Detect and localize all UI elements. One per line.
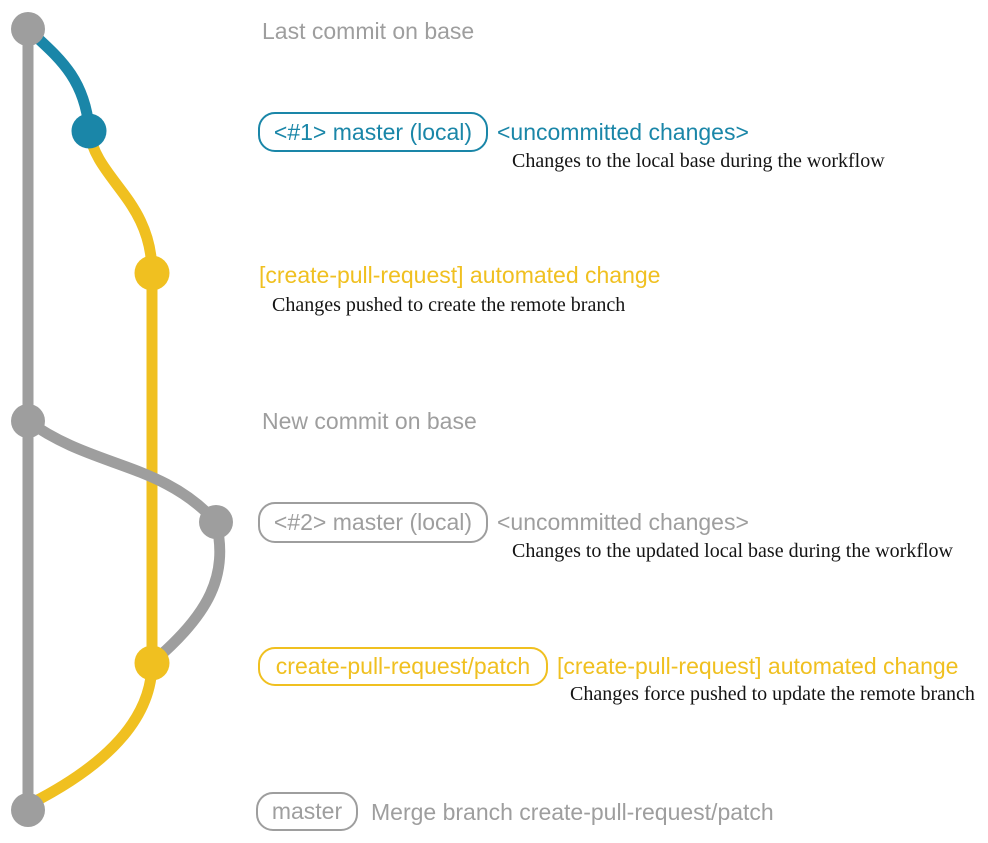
badge-master-local-1: <#1> master (local): [258, 112, 488, 152]
commit-node-new-base: [11, 404, 45, 438]
description-push-1: Changes pushed to create the remote bran…: [272, 294, 626, 316]
commit-node-local-1: [71, 113, 107, 149]
note-uncommitted-changes-1: <uncommitted changes>: [497, 119, 749, 145]
commit-node-merge: [11, 793, 45, 827]
description-commit-1: Changes to the local base during the wor…: [512, 150, 885, 172]
label-new-commit-on-base: New commit on base: [262, 408, 477, 434]
base-to-commit2-edge: [24, 416, 221, 526]
description-commit-2: Changes to the updated local base during…: [512, 540, 953, 562]
commit-node-last-base: [11, 12, 45, 46]
note-uncommitted-changes-2: <uncommitted changes>: [497, 509, 749, 535]
label-last-commit-on-base: Last commit on base: [262, 18, 475, 44]
commit-node-push-1: [134, 255, 170, 291]
local-master-edge: [24, 25, 95, 129]
note-automated-change-2: [create-pull-request] automated change: [557, 653, 959, 679]
description-push-2: Changes force pushed to update the remot…: [570, 683, 975, 705]
commit-node-local-2: [199, 505, 233, 539]
note-automated-change-1: [create-pull-request] automated change: [259, 262, 661, 288]
badge-master-local-2: <#2> master (local): [258, 502, 488, 543]
badge-master: master: [256, 792, 358, 831]
patch-branch-upper-edge: [83, 129, 158, 274]
patch-merge-edge: [29, 662, 158, 808]
badge-create-pull-request-patch: create-pull-request/patch: [258, 647, 548, 686]
label-merge-branch: Merge branch create-pull-request/patch: [371, 799, 774, 825]
commit-node-push-2: [134, 645, 170, 681]
commit2-to-patch-edge: [150, 520, 226, 666]
